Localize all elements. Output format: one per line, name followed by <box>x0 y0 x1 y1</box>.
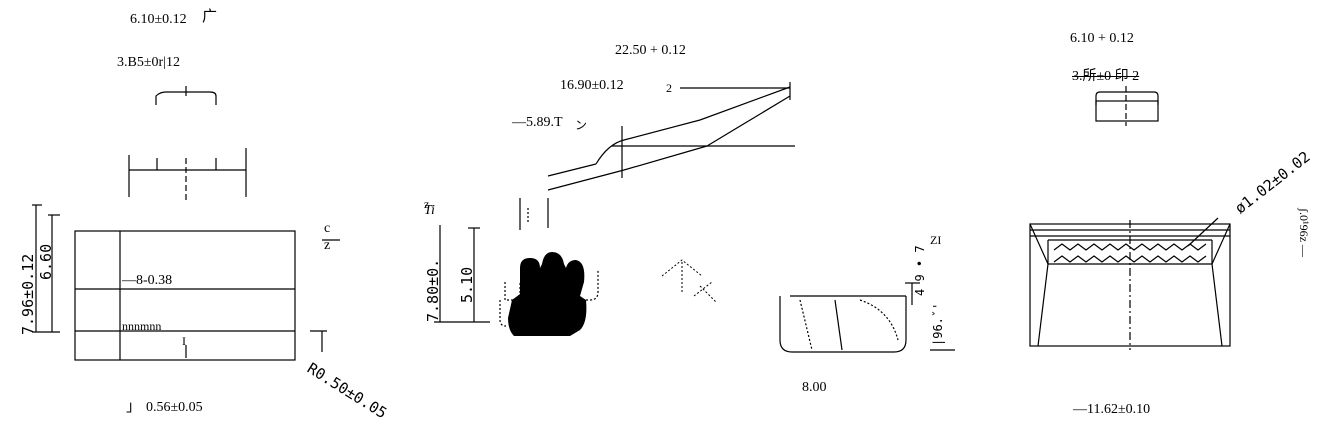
left-inner-width-dimension: 3.B5±0r|12 <box>117 55 180 70</box>
left-height-inner-dimension: 6.60 <box>37 243 55 280</box>
mid-arrow-glyph <box>661 259 717 303</box>
left-top-width-mark: 广 <box>202 9 218 25</box>
left-pitch-dimension: —8-0.38 <box>122 273 173 288</box>
mid-total-length-dimension: 22.50 + 0.12 <box>615 43 686 58</box>
mid-short-dimension: —5.89.T <box>512 115 563 130</box>
right-side-dimension: ʃ.0¹96z — <box>1297 208 1311 257</box>
right-top-profile <box>1095 86 1159 126</box>
mid-short-mark: ン <box>575 118 588 132</box>
left-pins-label: nnnmnn <box>122 319 162 333</box>
left-height-dimension <box>32 204 60 333</box>
mid-length-dimension: 16.90±0.12 <box>560 78 624 93</box>
mid-length-mark: 2 <box>666 81 672 95</box>
mid-side-zi-label: ZI <box>930 233 942 247</box>
mid-height-outer-dimension: 7.80±0. <box>424 258 442 322</box>
left-cz-z: z <box>324 238 331 253</box>
mid-clip-silhouette <box>508 252 587 336</box>
left-right-leader <box>310 330 327 352</box>
mid-channel-section <box>779 282 955 353</box>
mid-side-lower-dimension: |96.ˇ' <box>931 302 945 346</box>
mid-height-inner-dimension: 5.10 <box>458 266 476 303</box>
left-top-width-dimension: 6.10±0.12 <box>130 12 187 27</box>
right-front-body <box>1029 217 1231 350</box>
mid-side-profile <box>519 82 795 230</box>
left-bottom-mark: 」 <box>126 399 142 415</box>
right-inner-width-dimension: 3.所±0 印 2 <box>1072 69 1140 84</box>
mid-zi-i: Ti <box>424 203 435 218</box>
mid-side-height-dimension: 4 9 • 7 <box>913 245 927 296</box>
mid-bottom-width-dimension: 8.00 <box>802 380 827 395</box>
right-top-width-dimension: 6.10 + 0.12 <box>1070 31 1134 46</box>
left-top-bracket <box>155 86 217 105</box>
right-bottom-width-dimension: —11.62±0.10 <box>1073 402 1151 417</box>
mid-clip-outline <box>499 270 599 327</box>
mid-height-dimension <box>434 225 490 323</box>
left-pin-width-dimension: 0.56±0.05 <box>146 400 203 415</box>
left-center-mark: I <box>182 334 186 348</box>
left-top-profile <box>128 148 247 200</box>
mid-zi-z: z <box>424 197 430 211</box>
left-cz-c: c <box>324 221 331 236</box>
left-front-body <box>74 230 296 361</box>
left-height-outer-dimension: 7.96±0.12 <box>19 253 37 335</box>
